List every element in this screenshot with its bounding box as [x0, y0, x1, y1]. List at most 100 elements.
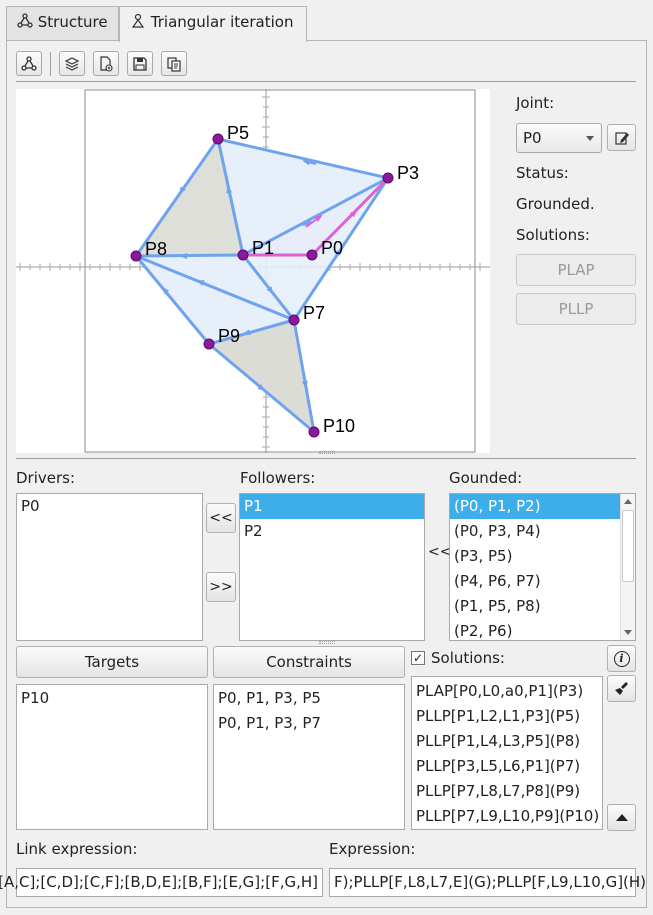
grounded-move-button[interactable]: <<: [428, 544, 452, 560]
info-icon: i: [613, 650, 630, 667]
list-item[interactable]: PLLP[P1,L4,L3,P5](P8): [416, 732, 581, 750]
copy-icon: [167, 56, 181, 72]
list-item[interactable]: P0, P1, P3, P7: [218, 714, 321, 732]
structure-icon: [17, 13, 33, 33]
list-item[interactable]: P1: [240, 494, 424, 519]
list-item[interactable]: PLLP[P3,L5,L6,P1](P7): [416, 757, 581, 775]
pllp-button[interactable]: PLLP: [516, 293, 636, 325]
drivers-list[interactable]: P0: [16, 493, 203, 641]
info-button[interactable]: i: [607, 645, 636, 672]
tab-triangular-label: Triangular iteration: [150, 13, 294, 31]
structure-button[interactable]: [16, 51, 42, 76]
list-item[interactable]: (P4, P6, P7): [454, 572, 541, 590]
scrollbar-thumb[interactable]: [622, 510, 634, 582]
grounded-scrollbar[interactable]: [620, 494, 635, 640]
broom-icon: [614, 681, 628, 695]
layers-button[interactable]: [59, 51, 85, 76]
drivers-label: Drivers:: [16, 469, 76, 487]
link-expression-value: [A,C];[C,D];[C,F];[B,D,E];[B,F];[E,G];[F…: [0, 873, 318, 891]
link-expression-label: Link expression:: [16, 840, 138, 858]
solutions-list[interactable]: PLAP[P0,L0,a0,P1](P3) PLLP[P1,L2,L1,P3](…: [411, 676, 603, 830]
joint-label: Joint:: [516, 94, 555, 112]
save-button[interactable]: [127, 51, 153, 76]
chevron-up-icon: [615, 814, 628, 821]
structure-icon: [21, 55, 37, 71]
tab-structure-label: Structure: [37, 13, 108, 31]
joint-select-value: P0: [523, 129, 542, 147]
label-p1: P1: [252, 238, 274, 258]
list-item[interactable]: (P0, P1, P2): [450, 494, 620, 519]
layers-icon: [64, 56, 80, 71]
grounded-label: Gounded:: [449, 469, 523, 487]
list-item[interactable]: (P0, P3, P4): [454, 522, 541, 540]
new-file-icon: [100, 55, 113, 72]
constraints-button[interactable]: Constraints: [213, 646, 405, 678]
targets-list[interactable]: P10: [16, 684, 208, 830]
label-p8: P8: [145, 239, 167, 259]
expression-value: F);PLLP[F,L8,L7,E](G);PLLP[F,L9,L10,G](H…: [334, 873, 647, 891]
joint-p10: [308, 426, 320, 438]
mechanism-canvas[interactable]: P5 P3 P8 P1 P0 P7 P9 P10: [16, 89, 490, 453]
joint-p8: [130, 250, 142, 262]
list-item[interactable]: PLLP[P7,L8,L7,P8](P9): [416, 782, 581, 800]
triangle-person-icon: [130, 13, 146, 33]
grounded-list[interactable]: (P0, P1, P2) (P0, P3, P4) (P3, P5) (P4, …: [449, 493, 636, 641]
list-item[interactable]: P0, P1, P3, P5: [218, 689, 321, 707]
status-label: Status:: [516, 164, 569, 182]
section-divider: [16, 458, 636, 459]
toolbar-separator: [50, 52, 51, 76]
chevron-down-icon: [586, 136, 594, 141]
list-item[interactable]: P2: [244, 522, 263, 540]
plap-button[interactable]: PLAP: [516, 254, 636, 286]
list-item[interactable]: P0: [21, 497, 40, 515]
list-item[interactable]: PLAP[P0,L0,a0,P1](P3): [416, 682, 584, 700]
joint-p9: [203, 338, 215, 350]
followers-label: Followers:: [240, 469, 316, 487]
solutions-checkbox[interactable]: ✓: [411, 651, 425, 665]
list-item[interactable]: PLLP[P1,L2,L1,P3](P5): [416, 707, 581, 725]
scroll-down-icon[interactable]: [624, 630, 632, 635]
list-item[interactable]: (P3, P5): [454, 547, 513, 565]
move-left-button[interactable]: <<: [206, 503, 236, 533]
list-item[interactable]: PLLP[P7,L9,L10,P9](P10): [416, 807, 600, 825]
toolbar-divider: [16, 81, 636, 82]
move-right-button[interactable]: >>: [206, 572, 236, 602]
joint-p0: [306, 249, 318, 261]
list-item[interactable]: P10: [21, 689, 50, 707]
label-p0: P0: [321, 238, 343, 258]
joint-p1: [237, 249, 249, 261]
splitter-handle[interactable]: [319, 641, 335, 644]
label-p9: P9: [218, 326, 240, 346]
label-p3: P3: [397, 163, 419, 183]
edit-joint-button[interactable]: [607, 124, 636, 151]
list-item[interactable]: (P2, P6): [454, 622, 513, 640]
move-up-button[interactable]: [607, 804, 636, 831]
targets-button[interactable]: Targets: [16, 646, 208, 678]
list-item[interactable]: (P1, P5, P8): [454, 597, 541, 615]
joint-p3: [382, 172, 394, 184]
label-p10: P10: [323, 416, 355, 436]
joint-p5: [212, 133, 224, 145]
expression-label: Expression:: [329, 840, 416, 858]
tab-structure[interactable]: Structure: [6, 6, 119, 40]
edit-icon: [614, 131, 629, 145]
joint-p7: [288, 314, 300, 326]
splitter-handle[interactable]: [319, 451, 335, 454]
joint-select[interactable]: P0: [516, 123, 602, 153]
solutions-label: Solutions:: [431, 649, 505, 667]
solutions-side-label: Solutions:: [516, 226, 590, 244]
constraints-list[interactable]: P0, P1, P3, P5 P0, P1, P3, P7: [213, 684, 405, 830]
expression-field[interactable]: F);PLLP[F,L8,L7,E](G);PLLP[F,L9,L10,G](H…: [329, 868, 646, 897]
clear-button[interactable]: [607, 675, 636, 702]
save-icon: [133, 56, 147, 71]
status-value: Grounded.: [516, 195, 595, 213]
followers-list[interactable]: P1 P2: [239, 493, 425, 641]
link-expression-field[interactable]: [A,C];[C,D];[C,F];[B,D,E];[B,F];[E,G];[F…: [0, 868, 323, 897]
scroll-up-icon[interactable]: [624, 499, 632, 504]
copy-button[interactable]: [161, 51, 187, 76]
mechanism-drawing: P5 P3 P8 P1 P0 P7 P9 P10: [16, 89, 490, 453]
label-p7: P7: [303, 303, 325, 323]
label-p5: P5: [227, 123, 249, 143]
new-file-button[interactable]: [93, 51, 119, 76]
tab-triangular-iteration[interactable]: Triangular iteration: [119, 6, 307, 42]
